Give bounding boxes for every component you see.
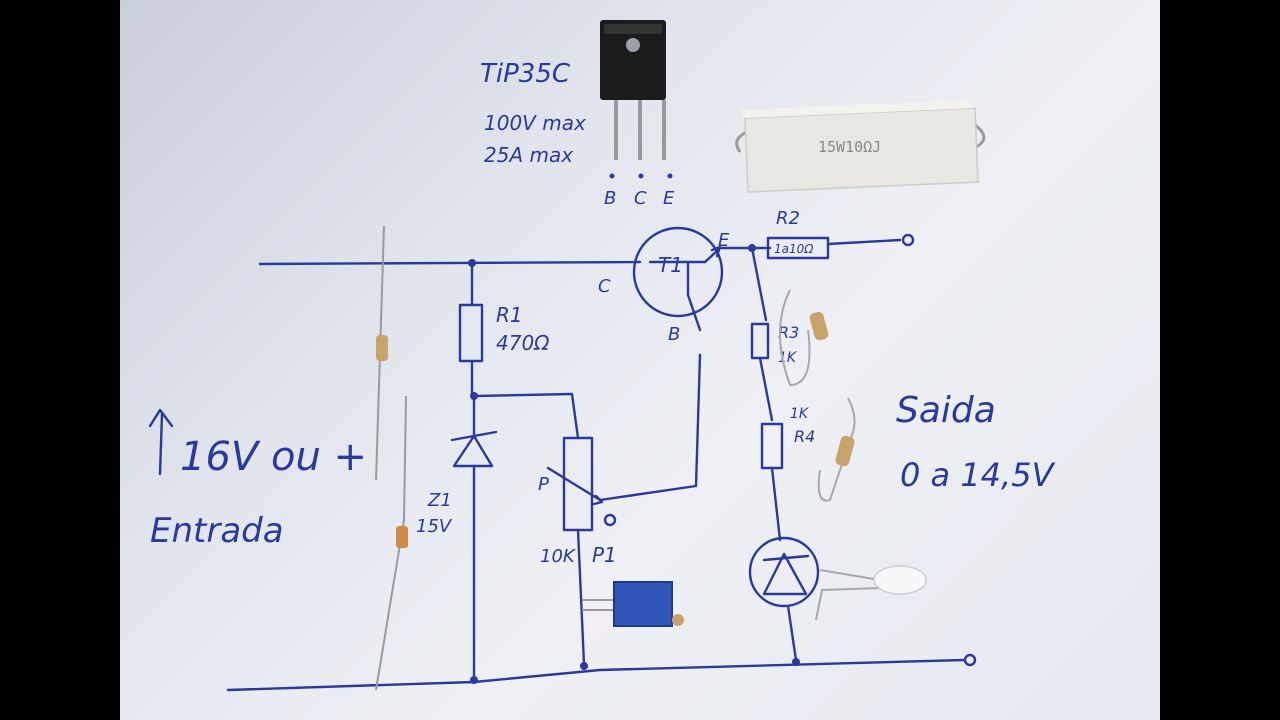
input-voltage-label: 16V ou + — [180, 434, 367, 480]
t1-name-label: T1 — [658, 253, 683, 277]
r4-name-label: R4 — [794, 427, 815, 446]
ceramic-resistor-marking: 15W10ΩJ — [818, 138, 881, 156]
input-diode-photo — [375, 395, 408, 691]
pin-e-label: E — [663, 188, 675, 209]
pot-value-label: 10K — [540, 546, 576, 567]
pin-b-label: B — [604, 188, 616, 209]
resistor-r3-photo — [779, 289, 829, 387]
pot-name-label: P1 — [592, 543, 617, 567]
tip-current-label: 25A max — [484, 143, 573, 167]
t1-transistor-symbol — [632, 226, 724, 332]
pot-wiper-mark: P — [538, 474, 549, 495]
r4-value-label: 1K — [790, 406, 810, 422]
output-range-label: 0 a 14,5V — [900, 456, 1056, 494]
r3-name-label: R3 — [778, 323, 799, 342]
zener-name-label: Z1 — [427, 490, 452, 511]
pin-c-label: C — [634, 188, 647, 209]
resistor-r4-photo — [817, 397, 856, 502]
r1-name-label: R1 — [496, 303, 523, 327]
t1-base-label: B — [668, 324, 680, 345]
ceramic-resistor-component: 15W10ΩJ — [735, 100, 986, 193]
r2-name-label: R2 — [776, 208, 800, 229]
t1-collector-label: C — [598, 276, 611, 297]
r1-value-label: 470Ω — [496, 331, 550, 355]
t1-emitter-label: E — [718, 230, 730, 251]
output-label: Saida — [896, 390, 996, 431]
tip-model-label: TiP35C — [480, 59, 571, 89]
trimmer-potentiometer-photo — [582, 581, 684, 627]
input-resistor-photo — [375, 225, 388, 481]
input-label: Entrada — [150, 511, 284, 551]
led-symbol — [748, 536, 820, 662]
r2-value-label: 1a10Ω — [774, 242, 814, 256]
tip-voltage-label: 100V max — [484, 111, 586, 135]
led-photo — [815, 565, 927, 621]
zener-value-label: 15V — [416, 516, 453, 537]
tip35c-component — [600, 20, 666, 160]
